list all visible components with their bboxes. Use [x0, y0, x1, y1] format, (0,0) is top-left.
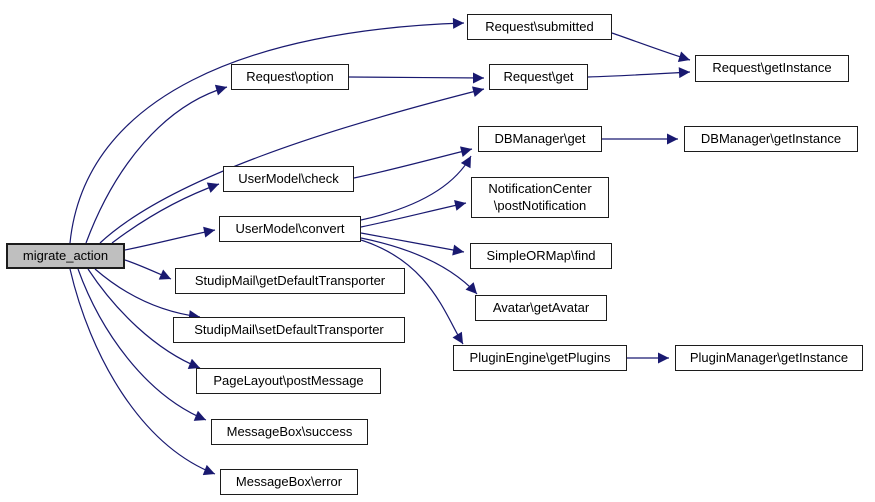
node-label: PluginManager\getInstance: [689, 349, 849, 365]
edge-migrate_action-to-pagelayout_postmessage: [87, 268, 201, 370]
node-request_option[interactable]: Request\option: [231, 64, 349, 90]
edge-migrate_action-to-messagebox_success: [77, 268, 207, 421]
edge-migrate_action-to-request_option: [85, 84, 228, 244]
edge-migrate_action-to-request_get: [99, 86, 485, 244]
node-messagebox_error[interactable]: MessageBox\error: [220, 469, 358, 495]
node-label: migrate_action: [22, 247, 109, 263]
edge-migrate_action-to-messagebox_error: [69, 268, 216, 476]
edge-request_get-to-request_getinstance: [587, 67, 691, 79]
node-dbmanager_get[interactable]: DBManager\get: [478, 126, 602, 152]
node-label: StudipMail\setDefaultTransporter: [194, 321, 384, 337]
node-request_get[interactable]: Request\get: [489, 64, 588, 90]
node-label: Avatar\getAvatar: [492, 299, 590, 315]
edge-usermodel_convert-to-dbmanager_get: [360, 155, 472, 221]
node-pluginengine_getplugins[interactable]: PluginEngine\getPlugins: [453, 345, 627, 371]
edge-usermodel_convert-to-simpleormap_find: [360, 232, 465, 256]
node-label: PluginEngine\getPlugins: [469, 349, 611, 365]
edge-migrate_action-to-request_submitted: [69, 17, 465, 244]
node-label: SimpleORMap\find: [486, 247, 596, 263]
node-label: MessageBox\error: [235, 473, 343, 489]
node-label: \postNotification: [493, 197, 587, 213]
node-label: Request\submitted: [485, 18, 594, 34]
node-label: DBManager\get: [494, 130, 586, 146]
edge-usermodel_check-to-dbmanager_get: [353, 146, 473, 179]
edge-migrate_action-to-usermodel_check: [111, 182, 220, 244]
edge-usermodel_convert-to-avatar_getavatar: [360, 237, 478, 295]
node-pluginmanager_getinstance[interactable]: PluginManager\getInstance: [675, 345, 863, 371]
edge-migrate_action-to-studipmail_setdefaulttransporter: [94, 268, 201, 322]
node-avatar_getavatar[interactable]: Avatar\getAvatar: [475, 295, 607, 321]
edge-request_option-to-request_get: [348, 72, 485, 84]
node-pagelayout_postmessage[interactable]: PageLayout\postMessage: [196, 368, 381, 394]
edge-usermodel_convert-to-pluginengine_getplugins: [360, 239, 464, 345]
node-simpleormap_find[interactable]: SimpleORMap\find: [470, 243, 612, 269]
node-studipmail_getdefaulttransporter[interactable]: StudipMail\getDefaultTransporter: [175, 268, 405, 294]
node-usermodel_convert[interactable]: UserModel\convert: [219, 216, 361, 242]
node-studipmail_setdefaulttransporter[interactable]: StudipMail\setDefaultTransporter: [173, 317, 405, 343]
edge-migrate_action-to-usermodel_convert: [124, 226, 216, 251]
node-label: UserModel\convert: [235, 220, 345, 236]
node-label: NotificationCenter: [488, 181, 592, 197]
node-label: StudipMail\getDefaultTransporter: [194, 272, 386, 288]
node-messagebox_success[interactable]: MessageBox\success: [211, 419, 368, 445]
node-label: MessageBox\success: [226, 423, 353, 439]
edge-usermodel_convert-to-notificationcenter_postnotification: [360, 200, 467, 228]
node-label: Request\option: [246, 68, 334, 84]
node-notificationcenter_postnotification[interactable]: NotificationCenter\postNotification: [471, 177, 609, 218]
edge-request_submitted-to-request_getinstance: [611, 32, 691, 63]
node-label: Request\getInstance: [712, 60, 832, 76]
node-label: PageLayout\postMessage: [213, 372, 364, 388]
node-request_submitted[interactable]: Request\submitted: [467, 14, 612, 40]
node-label: DBManager\getInstance: [700, 130, 842, 146]
node-migrate_action: migrate_action: [6, 243, 125, 269]
node-usermodel_check[interactable]: UserModel\check: [223, 166, 354, 192]
node-request_getinstance[interactable]: Request\getInstance: [695, 55, 849, 82]
edge-migrate_action-to-studipmail_getdefaulttransporter: [124, 259, 172, 280]
node-label: UserModel\check: [238, 170, 339, 186]
node-dbmanager_getinstance[interactable]: DBManager\getInstance: [684, 126, 858, 152]
node-label: Request\get: [503, 68, 574, 84]
